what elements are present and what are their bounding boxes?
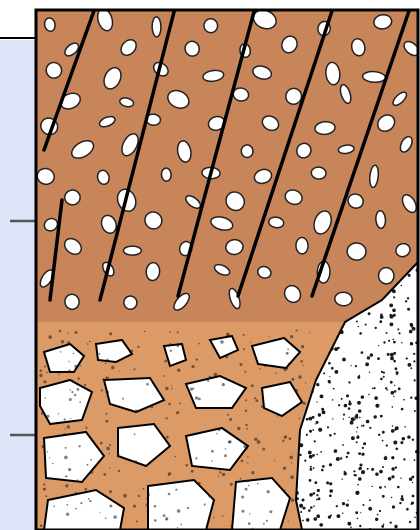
pebble: [296, 237, 308, 254]
pebble: [334, 292, 352, 306]
pebble: [123, 246, 141, 255]
upper-soil-horizon: [35, 7, 420, 322]
pebble: [347, 242, 367, 260]
pebble: [152, 17, 161, 37]
pebble: [161, 168, 171, 182]
pebble: [311, 166, 327, 179]
pebble: [241, 144, 254, 158]
pebble: [65, 190, 81, 205]
pebble: [375, 210, 386, 228]
pebble: [204, 18, 218, 33]
